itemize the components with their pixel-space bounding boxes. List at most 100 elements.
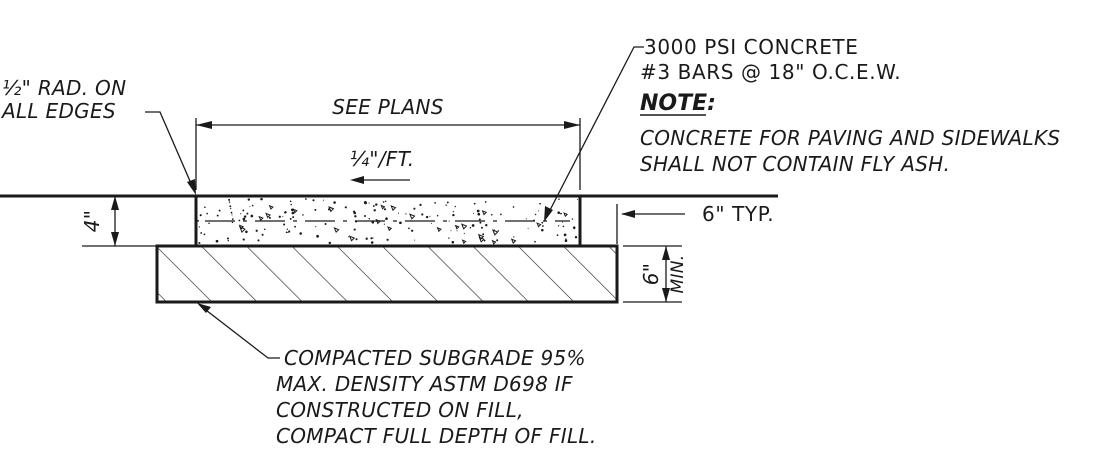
- aggregate-stone: [265, 212, 271, 219]
- concrete-leader-arrow: [544, 206, 553, 222]
- aggregate-dot: [288, 230, 291, 233]
- aggregate-dot: [490, 213, 493, 216]
- aggregate-dot: [445, 204, 447, 206]
- aggregate-dot: [497, 230, 500, 232]
- aggregate-dot: [198, 226, 200, 228]
- subgrade-line2: MAX. DENSITY ASTM D698 IF: [276, 372, 573, 396]
- aggregate-dot: [249, 205, 251, 207]
- aggregate-dot: [472, 212, 475, 214]
- compacted-subgrade: [155, 244, 619, 304]
- aggregate-dot: [430, 222, 432, 224]
- aggregate-dot: [384, 200, 387, 203]
- aggregate-dot: [397, 212, 400, 214]
- aggregate-dot: [250, 214, 254, 218]
- radius-leader: [145, 111, 194, 189]
- aggregate-dot: [558, 198, 560, 200]
- aggregate-dot: [286, 228, 288, 230]
- aggregate-dot: [218, 209, 221, 212]
- aggregate-dot: [482, 233, 485, 236]
- aggregate-dot: [289, 200, 292, 203]
- radius-label-line2: ALL EDGES: [0, 99, 116, 123]
- aggregate-dot: [372, 237, 374, 239]
- aggregate-dot: [229, 205, 232, 208]
- subgrade-arrow-bottom: [662, 288, 670, 302]
- aggregate-dot: [354, 215, 357, 218]
- aggregate-dot: [368, 218, 371, 220]
- aggregate-dot: [242, 209, 245, 212]
- aggregate-dot: [411, 229, 414, 232]
- typ-arrow: [621, 210, 635, 218]
- aggregate-dot: [385, 217, 388, 220]
- concrete-label-line1: 3000 PSI CONCRETE: [644, 35, 859, 59]
- note-line1: CONCRETE FOR PAVING AND SIDEWALKS: [640, 126, 1060, 150]
- aggregate-dot: [473, 202, 476, 205]
- aggregate-dot: [576, 199, 579, 201]
- aggregate-dot: [242, 238, 245, 241]
- aggregate-dot: [285, 231, 288, 234]
- aggregate-dot: [574, 236, 578, 239]
- aggregate-dot: [564, 239, 568, 242]
- subgrade-leader-arrow: [197, 303, 211, 313]
- aggregate-dot: [353, 228, 356, 231]
- aggregate-dot: [363, 201, 367, 204]
- aggregate-dot: [282, 216, 284, 218]
- subgrade-line4: COMPACT FULL DEPTH OF FILL.: [276, 424, 597, 448]
- aggregate-dot: [405, 213, 407, 215]
- slope-arrow-head: [350, 176, 364, 184]
- aggregate-stone: [536, 222, 542, 228]
- aggregate-dot: [291, 211, 295, 215]
- radius-leader-arrow: [187, 179, 196, 195]
- aggregate-dot: [290, 203, 292, 206]
- aggregate-dot: [208, 222, 210, 224]
- aggregate-dot: [203, 233, 206, 236]
- concrete-leader: [547, 46, 644, 215]
- aggregate-dot: [268, 216, 271, 219]
- see-plans-label: SEE PLANS: [332, 95, 444, 119]
- aggregate-dot: [542, 225, 544, 227]
- aggregate-stone: [268, 204, 274, 210]
- aggregate-dot: [245, 230, 248, 234]
- aggregate-dot: [231, 214, 233, 216]
- aggregate-dot: [386, 238, 389, 241]
- aggregate-dot: [527, 227, 529, 229]
- aggregate-dot: [414, 239, 416, 241]
- aggregate-stone: [380, 204, 386, 210]
- subgrade-line1: COMPACTED SUBGRADE 95%: [284, 346, 586, 370]
- aggregate-stone: [454, 224, 460, 230]
- aggregate-dot: [243, 215, 247, 218]
- aggregate-stone: [461, 239, 467, 245]
- aggregate-dot: [563, 233, 567, 237]
- concrete-label-line2: #3 BARS @ 18" O.C.E.W.: [640, 60, 901, 84]
- typ-label: 6" TYP.: [702, 202, 774, 226]
- aggregate-dot: [368, 202, 370, 204]
- aggregate-dot: [436, 214, 439, 217]
- aggregate-dot: [469, 227, 472, 229]
- thickness-arrow-bottom: [111, 232, 119, 246]
- aggregate-dot: [375, 203, 378, 206]
- thickness-label: 4": [80, 210, 104, 233]
- aggregate-dot: [463, 232, 465, 235]
- aggregate-dot: [312, 199, 315, 202]
- aggregate-dot: [419, 203, 422, 207]
- aggregate-dot: [476, 209, 480, 213]
- aggregate-dot: [485, 224, 488, 227]
- aggregate-dot: [451, 240, 455, 244]
- subgrade-line3: CONSTRUCTED ON FILL,: [276, 398, 524, 422]
- aggregate-stone: [239, 226, 246, 234]
- aggregate-dot: [283, 223, 286, 226]
- aggregate-stone: [258, 215, 264, 222]
- see-plans-arrow-left: [196, 121, 212, 129]
- aggregate-dot: [413, 207, 416, 210]
- note-title: NOTE:: [640, 91, 716, 116]
- concrete-aggregate: [197, 197, 579, 245]
- aggregate-dot: [370, 241, 374, 244]
- aggregate-dot: [353, 211, 357, 215]
- aggregate-stone: [563, 212, 569, 218]
- subgrade-arrow-top: [662, 246, 670, 260]
- aggregate-dot: [434, 202, 436, 204]
- subgrade-leader: [201, 306, 280, 359]
- aggregate-dot: [230, 207, 232, 210]
- aggregate-dot: [197, 219, 200, 222]
- aggregate-dot: [562, 225, 565, 228]
- aggregate-dot: [382, 201, 385, 203]
